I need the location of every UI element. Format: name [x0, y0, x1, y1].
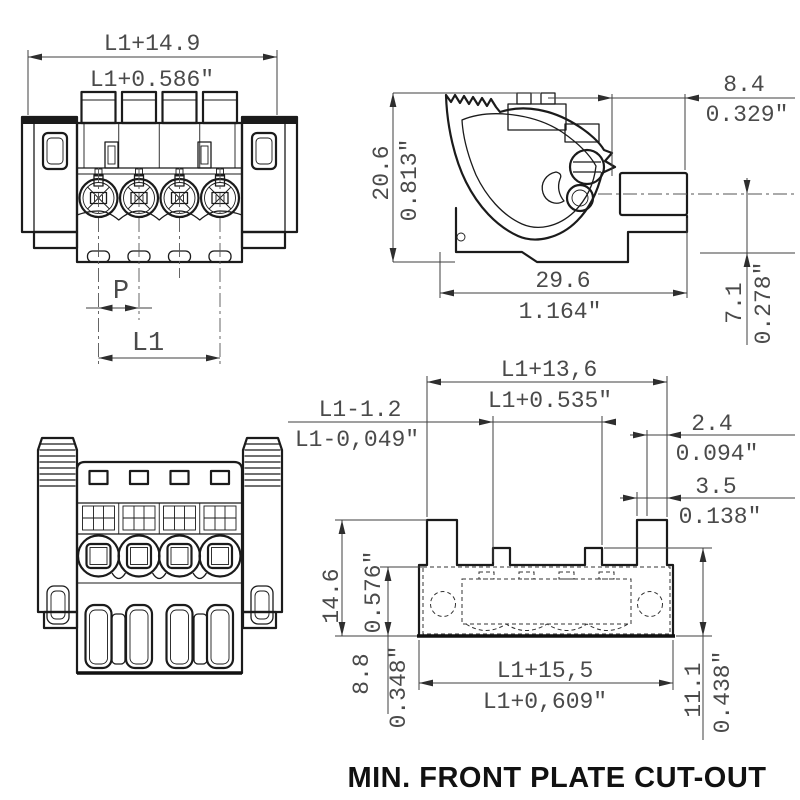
dim-latch-depth-inch: 0.329" [706, 102, 789, 128]
cutout-view [417, 518, 675, 638]
front-view-lever-side [36, 436, 284, 675]
dim-coding-gap-inch: 0.094" [676, 441, 759, 467]
dim-pin-offset: 7.1 0.278" [700, 178, 795, 345]
pivot [565, 183, 595, 213]
screw-head [568, 148, 606, 186]
dim-cutout-tab-height-inch: 0.438" [710, 651, 736, 734]
dim-pin-offset-mm: 7.1 [722, 282, 748, 323]
dim-top-width-mm: L1+14.9 [104, 31, 201, 57]
dim-corner-tab-width: 3.5 0.138" [620, 474, 795, 530]
dim-cutout-total-height-inch: 0.576" [361, 551, 387, 634]
push-in-contacts [76, 534, 242, 578]
dim-length: L1 [98, 329, 220, 362]
dim-top-width: L1+14.9 L1+0.586" [27, 31, 278, 115]
dim-pitch-label: P [113, 277, 129, 307]
side-view-lever [444, 92, 795, 264]
dim-side-height: 20.6 0.813" [369, 92, 540, 263]
dim-top-width-inch: L1+0.586" [90, 67, 214, 93]
dim-coding-gap: 2.4 0.094" [630, 411, 795, 516]
dim-corner-tab-width-inch: 0.138" [679, 504, 762, 530]
left-serrated-lever [36, 436, 79, 630]
dim-cutout-inner-width-inch: L1-0,049" [295, 427, 419, 453]
dim-side-depth: 29.6 1.164" [439, 218, 688, 325]
dim-coding-gap-mm: 2.4 [691, 411, 732, 437]
dim-cutout-body-height-mm: 8.8 [349, 653, 375, 694]
front-view-screw-side [20, 90, 299, 366]
dim-cutout-top-width-inch: L1+0.535" [488, 388, 612, 414]
dim-side-height-inch: 0.813" [397, 139, 423, 222]
dim-corner-tab-width-mm: 3.5 [695, 474, 736, 500]
dim-cutout-tab-height: 11.1 0.438" [604, 547, 736, 740]
dim-cutout-total-height: 14.6 0.576" [319, 519, 427, 637]
dim-cutout-total-height-mm: 14.6 [319, 568, 345, 623]
dim-latch-depth: 8.4 0.329" [548, 72, 795, 176]
cutout-profile [417, 518, 675, 638]
dim-cutout-tab-height-mm: 11.1 [681, 662, 707, 717]
drawing-title: MIN. FRONT PLATE CUT-OUT [347, 762, 766, 794]
dim-cutout-inner-width-mm: L1-1.2 [319, 397, 402, 423]
dim-latch-depth-mm: 8.4 [723, 72, 764, 98]
dim-side-height-mm: 20.6 [369, 145, 395, 200]
dim-cutout-body-height: 8.8 0.348" [349, 566, 423, 729]
right-serrated-lever [241, 436, 284, 630]
dimensions: L1+14.9 L1+0.586" P L1 20.6 0.813" [27, 31, 795, 740]
right-flange [240, 115, 299, 250]
dim-cutout-top-width-mm: L1+13,6 [501, 357, 598, 383]
dim-pin-offset-inch: 0.278" [751, 262, 777, 345]
connector-phantom [422, 566, 671, 635]
dim-side-depth-inch: 1.164" [519, 299, 602, 325]
teardrop-cutout [541, 171, 565, 204]
wire-entry-slots [84, 603, 235, 670]
locking-lever [444, 93, 617, 241]
dim-cutout-top-width: L1+13,6 L1+0.535" [426, 357, 668, 517]
dim-cutout-bottom-width-mm: L1+15,5 [497, 658, 594, 684]
dim-cutout-inner-width: L1-1.2 L1-0,049" [288, 397, 616, 562]
screw-terminal-poles [78, 168, 241, 219]
dim-cutout-bottom-width: L1+15,5 L1+0,609" [418, 640, 674, 715]
dim-side-depth-mm: 29.6 [535, 268, 590, 294]
dim-cutout-body-height-inch: 0.348" [386, 646, 412, 729]
dim-cutout-bottom-width-inch: L1+0,609" [483, 689, 607, 715]
left-flange [20, 115, 79, 250]
dim-length-label: L1 [132, 329, 164, 359]
dim-pitch: P [86, 277, 152, 312]
